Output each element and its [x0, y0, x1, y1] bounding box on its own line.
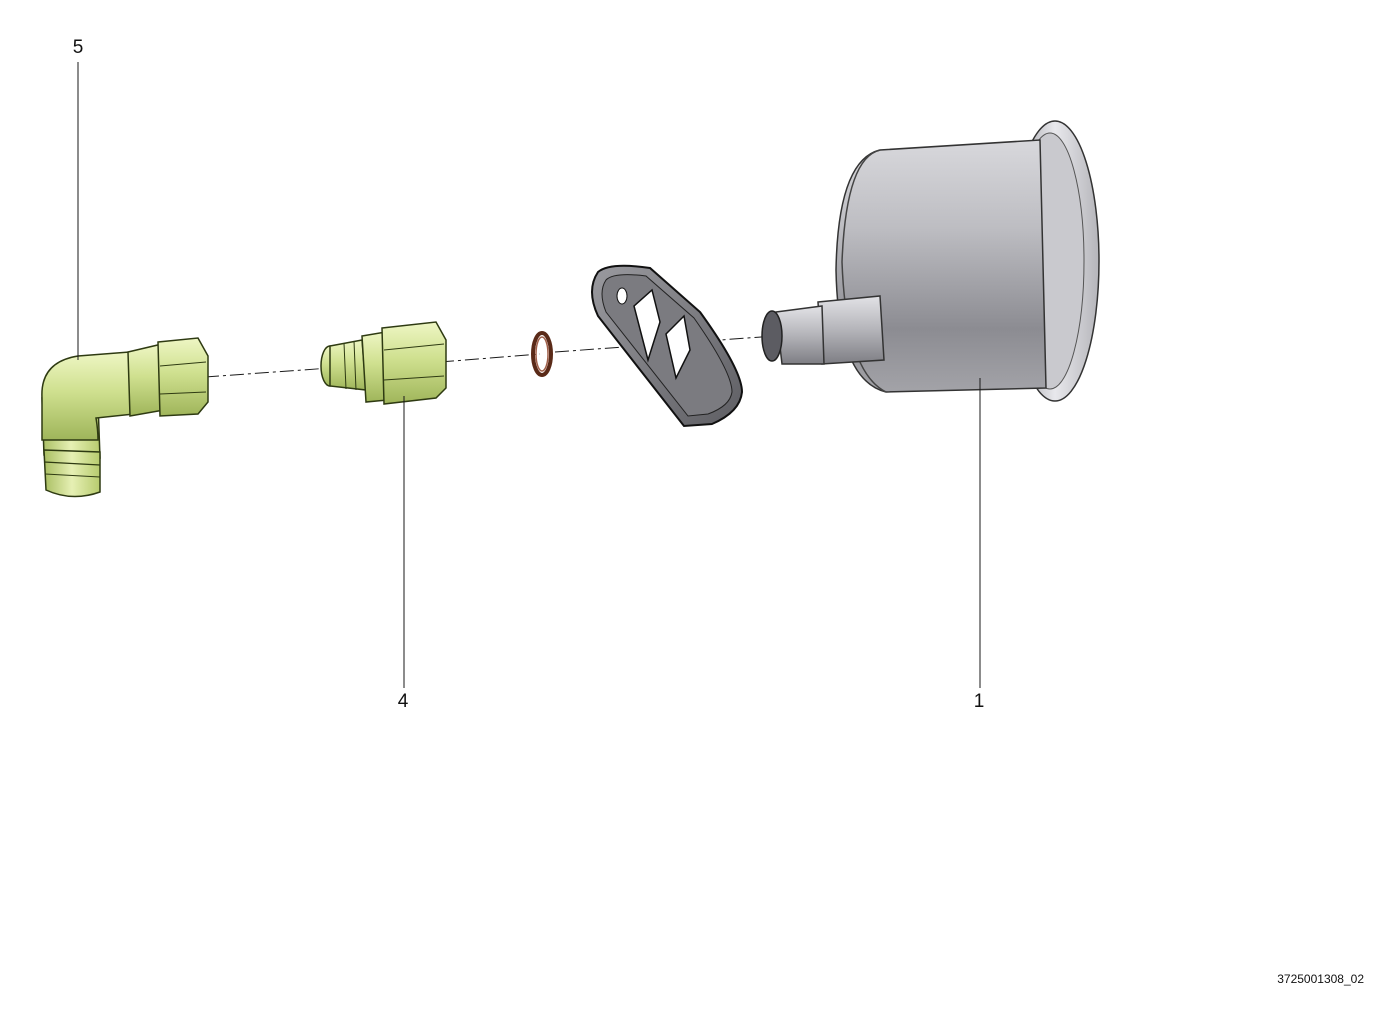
elbow-fitting-icon [41, 337, 209, 498]
drawing-number: 3725001308_02 [1277, 972, 1364, 986]
mounting-gasket-icon [591, 264, 744, 428]
straight-adapter-fitting-icon [320, 321, 447, 405]
callout-1: 1 [974, 691, 985, 712]
leader-lines [77, 62, 981, 688]
callout-4: 4 [398, 691, 409, 712]
callout-5: 5 [73, 37, 84, 58]
o-ring-seal-icon [531, 331, 553, 377]
pressure-gauge-icon [761, 120, 1100, 402]
